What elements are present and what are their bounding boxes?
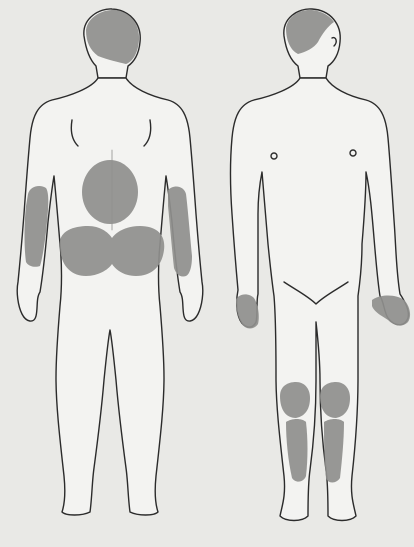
- back-body-outline: [17, 78, 203, 515]
- back-view-figure: [17, 9, 203, 515]
- lower-back-shade: [82, 160, 138, 224]
- front-view-figure: [231, 9, 411, 521]
